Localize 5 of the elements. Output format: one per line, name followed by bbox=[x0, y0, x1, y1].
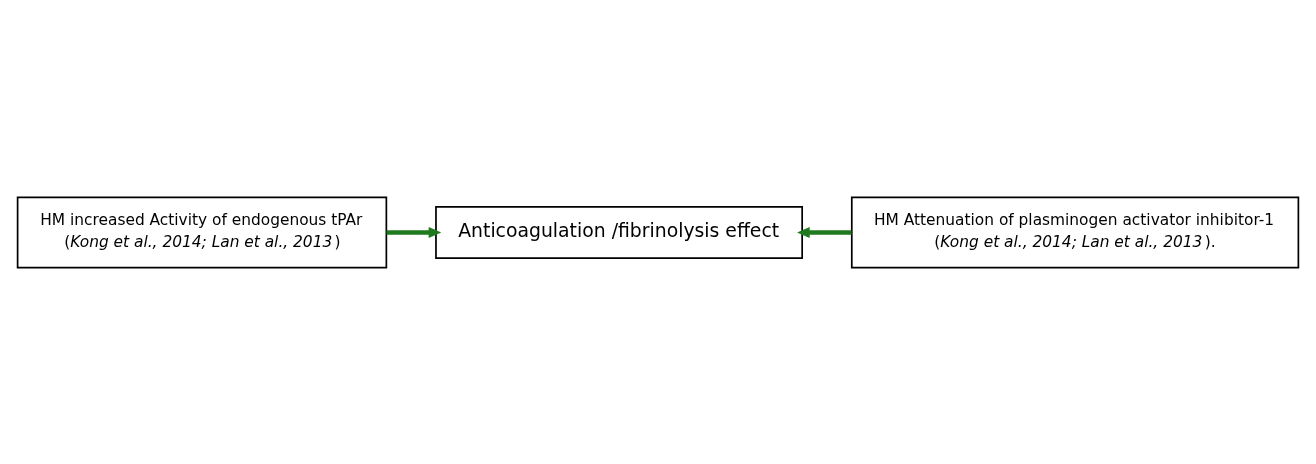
node-box: Anticoagulation /fibrinolysis effect bbox=[435, 205, 803, 259]
arrow bbox=[797, 226, 852, 238]
node-box: HM increased Activity of endogenous tPAr (Kong et al., 2014; Lan et al., 2013) bbox=[16, 196, 388, 268]
arrow bbox=[386, 226, 442, 238]
node-box: HM Attenuation of plasminogen activator inhibitor-1 (Kong et al., 2014; Lan et al., 2013). bbox=[850, 196, 1300, 268]
